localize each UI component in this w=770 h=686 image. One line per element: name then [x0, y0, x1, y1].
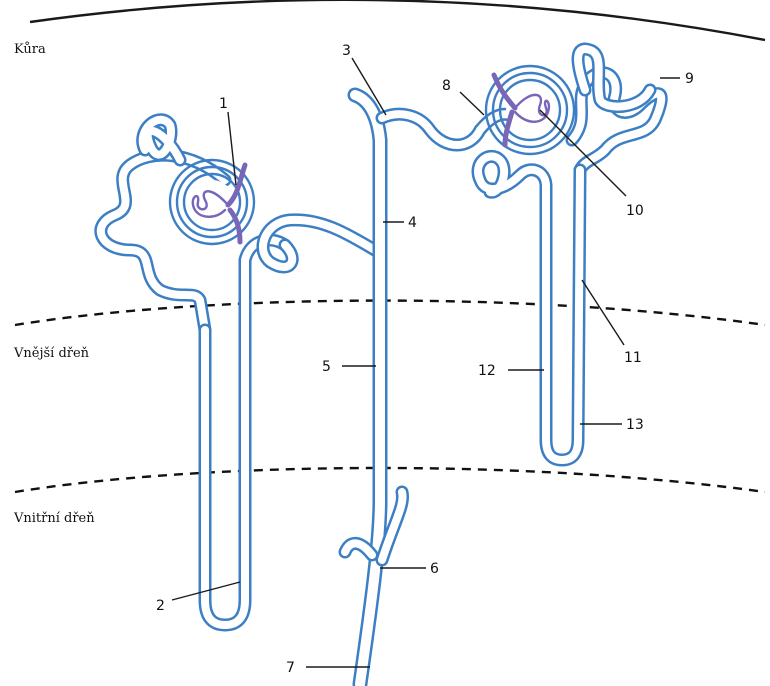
- glomerulus-right: [486, 66, 574, 154]
- number-label-2: 2: [156, 598, 165, 614]
- zone-label-outer-medulla: Vnější dřeň: [13, 346, 90, 361]
- leader-8: [460, 92, 484, 115]
- number-label-9: 9: [685, 71, 694, 87]
- number-label-8: 8: [442, 78, 451, 94]
- number-label-6: 6: [430, 561, 439, 577]
- tube-henle-loop-right: [478, 156, 580, 460]
- number-label-4: 4: [408, 215, 417, 231]
- outer-inner-medulla-boundary: [15, 468, 765, 492]
- leader-11: [582, 280, 624, 345]
- number-label-5: 5: [322, 359, 331, 375]
- number-label-11: 11: [624, 350, 642, 366]
- zone-label-cortex: Kůra: [14, 41, 46, 57]
- number-label-13: 13: [626, 417, 644, 433]
- number-label-10: 10: [626, 203, 644, 219]
- number-label-1: 1: [219, 96, 228, 112]
- tube-inner-5: [355, 95, 380, 684]
- tube-inner-11: [478, 156, 580, 460]
- tubules: [101, 49, 661, 684]
- zone-label-inner-medulla: Vnitřní dřeň: [13, 511, 95, 526]
- number-label-3: 3: [342, 43, 351, 59]
- number-label-7: 7: [286, 660, 295, 676]
- kidney-surface-line: [30, 0, 765, 40]
- tube-inner-3: [205, 240, 285, 625]
- number-label-12: 12: [478, 363, 496, 379]
- cortex-medulla-boundary: [15, 301, 765, 325]
